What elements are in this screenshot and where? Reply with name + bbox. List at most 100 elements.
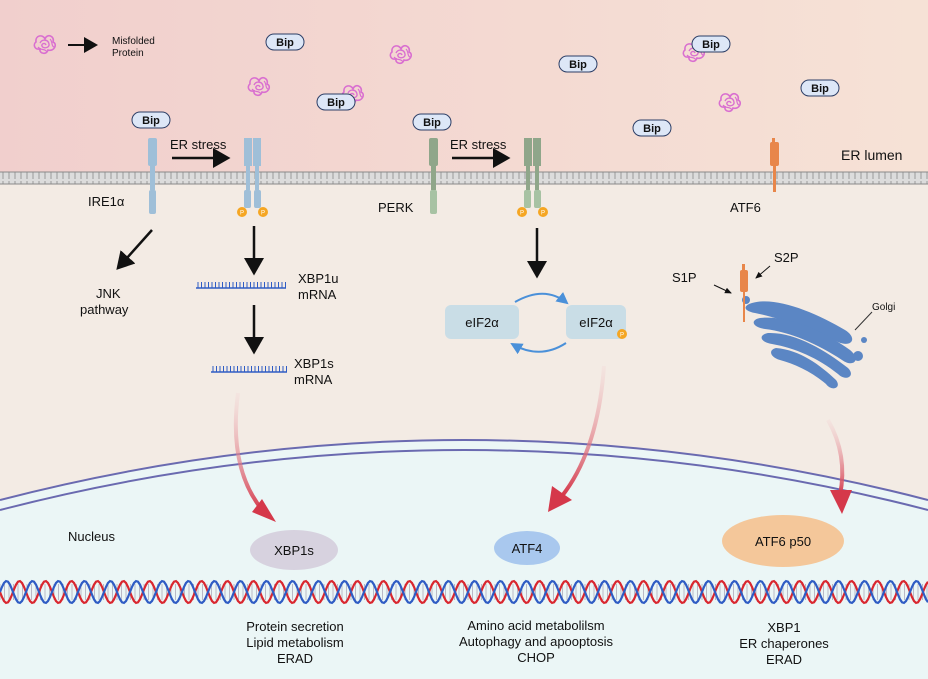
ire1-target-genes: Protein secretion Lipid metabolism ERAD <box>246 619 344 666</box>
xbp1s-nuclear-factor <box>250 530 338 570</box>
s2p-arrow <box>755 265 771 279</box>
misfolded-protein-icon <box>33 34 56 55</box>
atf6-label: ATF6 <box>730 200 761 215</box>
bip-oval: Bip <box>412 113 452 131</box>
bip-oval: Bip <box>265 33 305 51</box>
phospho-icon <box>617 329 627 339</box>
xbp1s-nuclear-arrow <box>233 392 266 514</box>
atf6-receptor <box>770 138 779 192</box>
atf6-branch: ATF6 Golgi S1P S2P ATF6 p50 <box>672 138 895 567</box>
bip-oval: Bip <box>800 79 840 97</box>
s1p-arrow <box>713 284 732 294</box>
bip-oval: Bip <box>691 35 731 53</box>
atf4-nuclear-label: ATF4 <box>512 541 543 556</box>
xbp1s-mrna-icon <box>211 366 287 373</box>
perk-er-stress-label: ER stress <box>450 137 507 152</box>
legend-label-line1: Misfolded <box>112 36 155 47</box>
misfolded-protein-icon <box>718 92 741 113</box>
xbp1u-label-line2: mRNA <box>298 287 337 302</box>
eif2a-box <box>445 305 519 339</box>
bip-oval: Bip <box>558 55 598 73</box>
misfolded-protein-icon <box>247 76 270 97</box>
eif2-cycle-back-arrow <box>510 342 567 355</box>
phospho-label: P <box>541 211 545 217</box>
bip-label: Bip <box>327 97 345 109</box>
eif2a-p-box <box>566 305 626 339</box>
perk-receptor-inactive <box>429 138 438 214</box>
misfolded-protein-icon <box>389 44 412 65</box>
ire1-receptor-dimer: P P <box>237 138 268 217</box>
er-lumen-label: ER lumen <box>841 147 902 163</box>
jnk-label-line2: pathway <box>80 302 129 317</box>
perk-branch: PERK ER stress P P eIF2α eIF2α P ATF4 <box>378 137 627 565</box>
atf6-target: ERAD <box>766 652 802 667</box>
atf4-nuclear-factor <box>494 531 560 565</box>
s1p-label: S1P <box>672 270 697 285</box>
nucleus-label: Nucleus <box>68 529 115 544</box>
atf6-target: XBP1 <box>767 620 800 635</box>
bip-label: Bip <box>702 39 720 51</box>
perk-label: PERK <box>378 200 414 215</box>
phospho-label: P <box>520 211 524 217</box>
atf4-nuclear-arrow <box>560 365 606 498</box>
eif2a-label: eIF2α <box>465 315 499 330</box>
nuclear-envelope-outer <box>0 439 928 501</box>
bip-label: Bip <box>811 83 829 95</box>
atf6-target: ER chaperones <box>739 636 829 651</box>
s2p-label: S2P <box>774 250 799 265</box>
phospho-label: P <box>620 333 624 339</box>
bip-label: Bip <box>643 123 661 135</box>
perk-target: CHOP <box>517 650 555 665</box>
phospho-label: P <box>240 211 244 217</box>
perk-target: Autophagy and apooptosis <box>459 634 613 649</box>
xbp1s-nuclear-arrowhead <box>252 499 276 522</box>
ire1-receptor-inactive <box>148 138 157 214</box>
ire1-to-jnk-arrow <box>116 229 153 270</box>
atf6-at-golgi <box>740 264 748 322</box>
dna-double-helix <box>0 579 928 605</box>
nuclear-envelope-inner <box>0 449 928 511</box>
xbp1s-label-line2: mRNA <box>294 372 333 387</box>
phospho-label: P <box>261 211 265 217</box>
ire1-target: Lipid metabolism <box>246 635 344 650</box>
misfolded-legend: Misfolded Protein <box>33 34 155 59</box>
golgi-pointer-line <box>854 311 873 331</box>
ire1-target: Protein secretion <box>246 619 344 634</box>
eif2a-p-label: eIF2α <box>579 315 613 330</box>
legend-label-line2: Protein <box>112 48 144 59</box>
xbp1s-label-line1: XBP1s <box>294 356 334 371</box>
phospho-icon <box>237 207 247 217</box>
bip-oval: Bip <box>316 93 356 111</box>
xbp1u-mrna-icon <box>196 282 286 289</box>
ire1-er-stress-label: ER stress <box>170 137 227 152</box>
xbp1u-label-line1: XBP1u <box>298 271 338 286</box>
phospho-icon <box>517 207 527 217</box>
atf4-nuclear-arrowhead <box>548 486 572 512</box>
misfolded-protein-icon <box>33 34 56 55</box>
phospho-icon <box>538 207 548 217</box>
bip-label: Bip <box>569 59 587 71</box>
nucleus-region <box>0 440 928 679</box>
eif2-cycle-forward-arrow <box>514 292 569 305</box>
perk-receptor-dimer: P P <box>517 138 548 217</box>
bip-oval: Bip <box>632 119 672 137</box>
atf6-nuclear-arrowhead <box>830 490 852 514</box>
atf6-p50-nuclear-label: ATF6 p50 <box>755 534 811 549</box>
ire1-branch: IRE1α ER stress P P JNK pathway XBP1u mR… <box>80 137 338 570</box>
golgi-label: Golgi <box>872 302 895 313</box>
ire1-target: ERAD <box>277 651 313 666</box>
jnk-label-line1: JNK <box>96 286 121 301</box>
bip-label: Bip <box>142 115 160 127</box>
golgi-apparatus <box>742 296 867 389</box>
perk-target-genes: Amino acid metabolilsm Autophagy and apo… <box>459 618 613 665</box>
phospho-icon <box>258 207 268 217</box>
perk-target: Amino acid metabolilsm <box>467 618 604 633</box>
xbp1s-nuclear-label: XBP1s <box>274 543 314 558</box>
bip-label: Bip <box>276 37 294 49</box>
ire1-label: IRE1α <box>88 194 125 209</box>
atf6-target-genes: XBP1 ER chaperones ERAD <box>739 620 829 667</box>
atf6-p50-nuclear-factor <box>722 515 844 567</box>
